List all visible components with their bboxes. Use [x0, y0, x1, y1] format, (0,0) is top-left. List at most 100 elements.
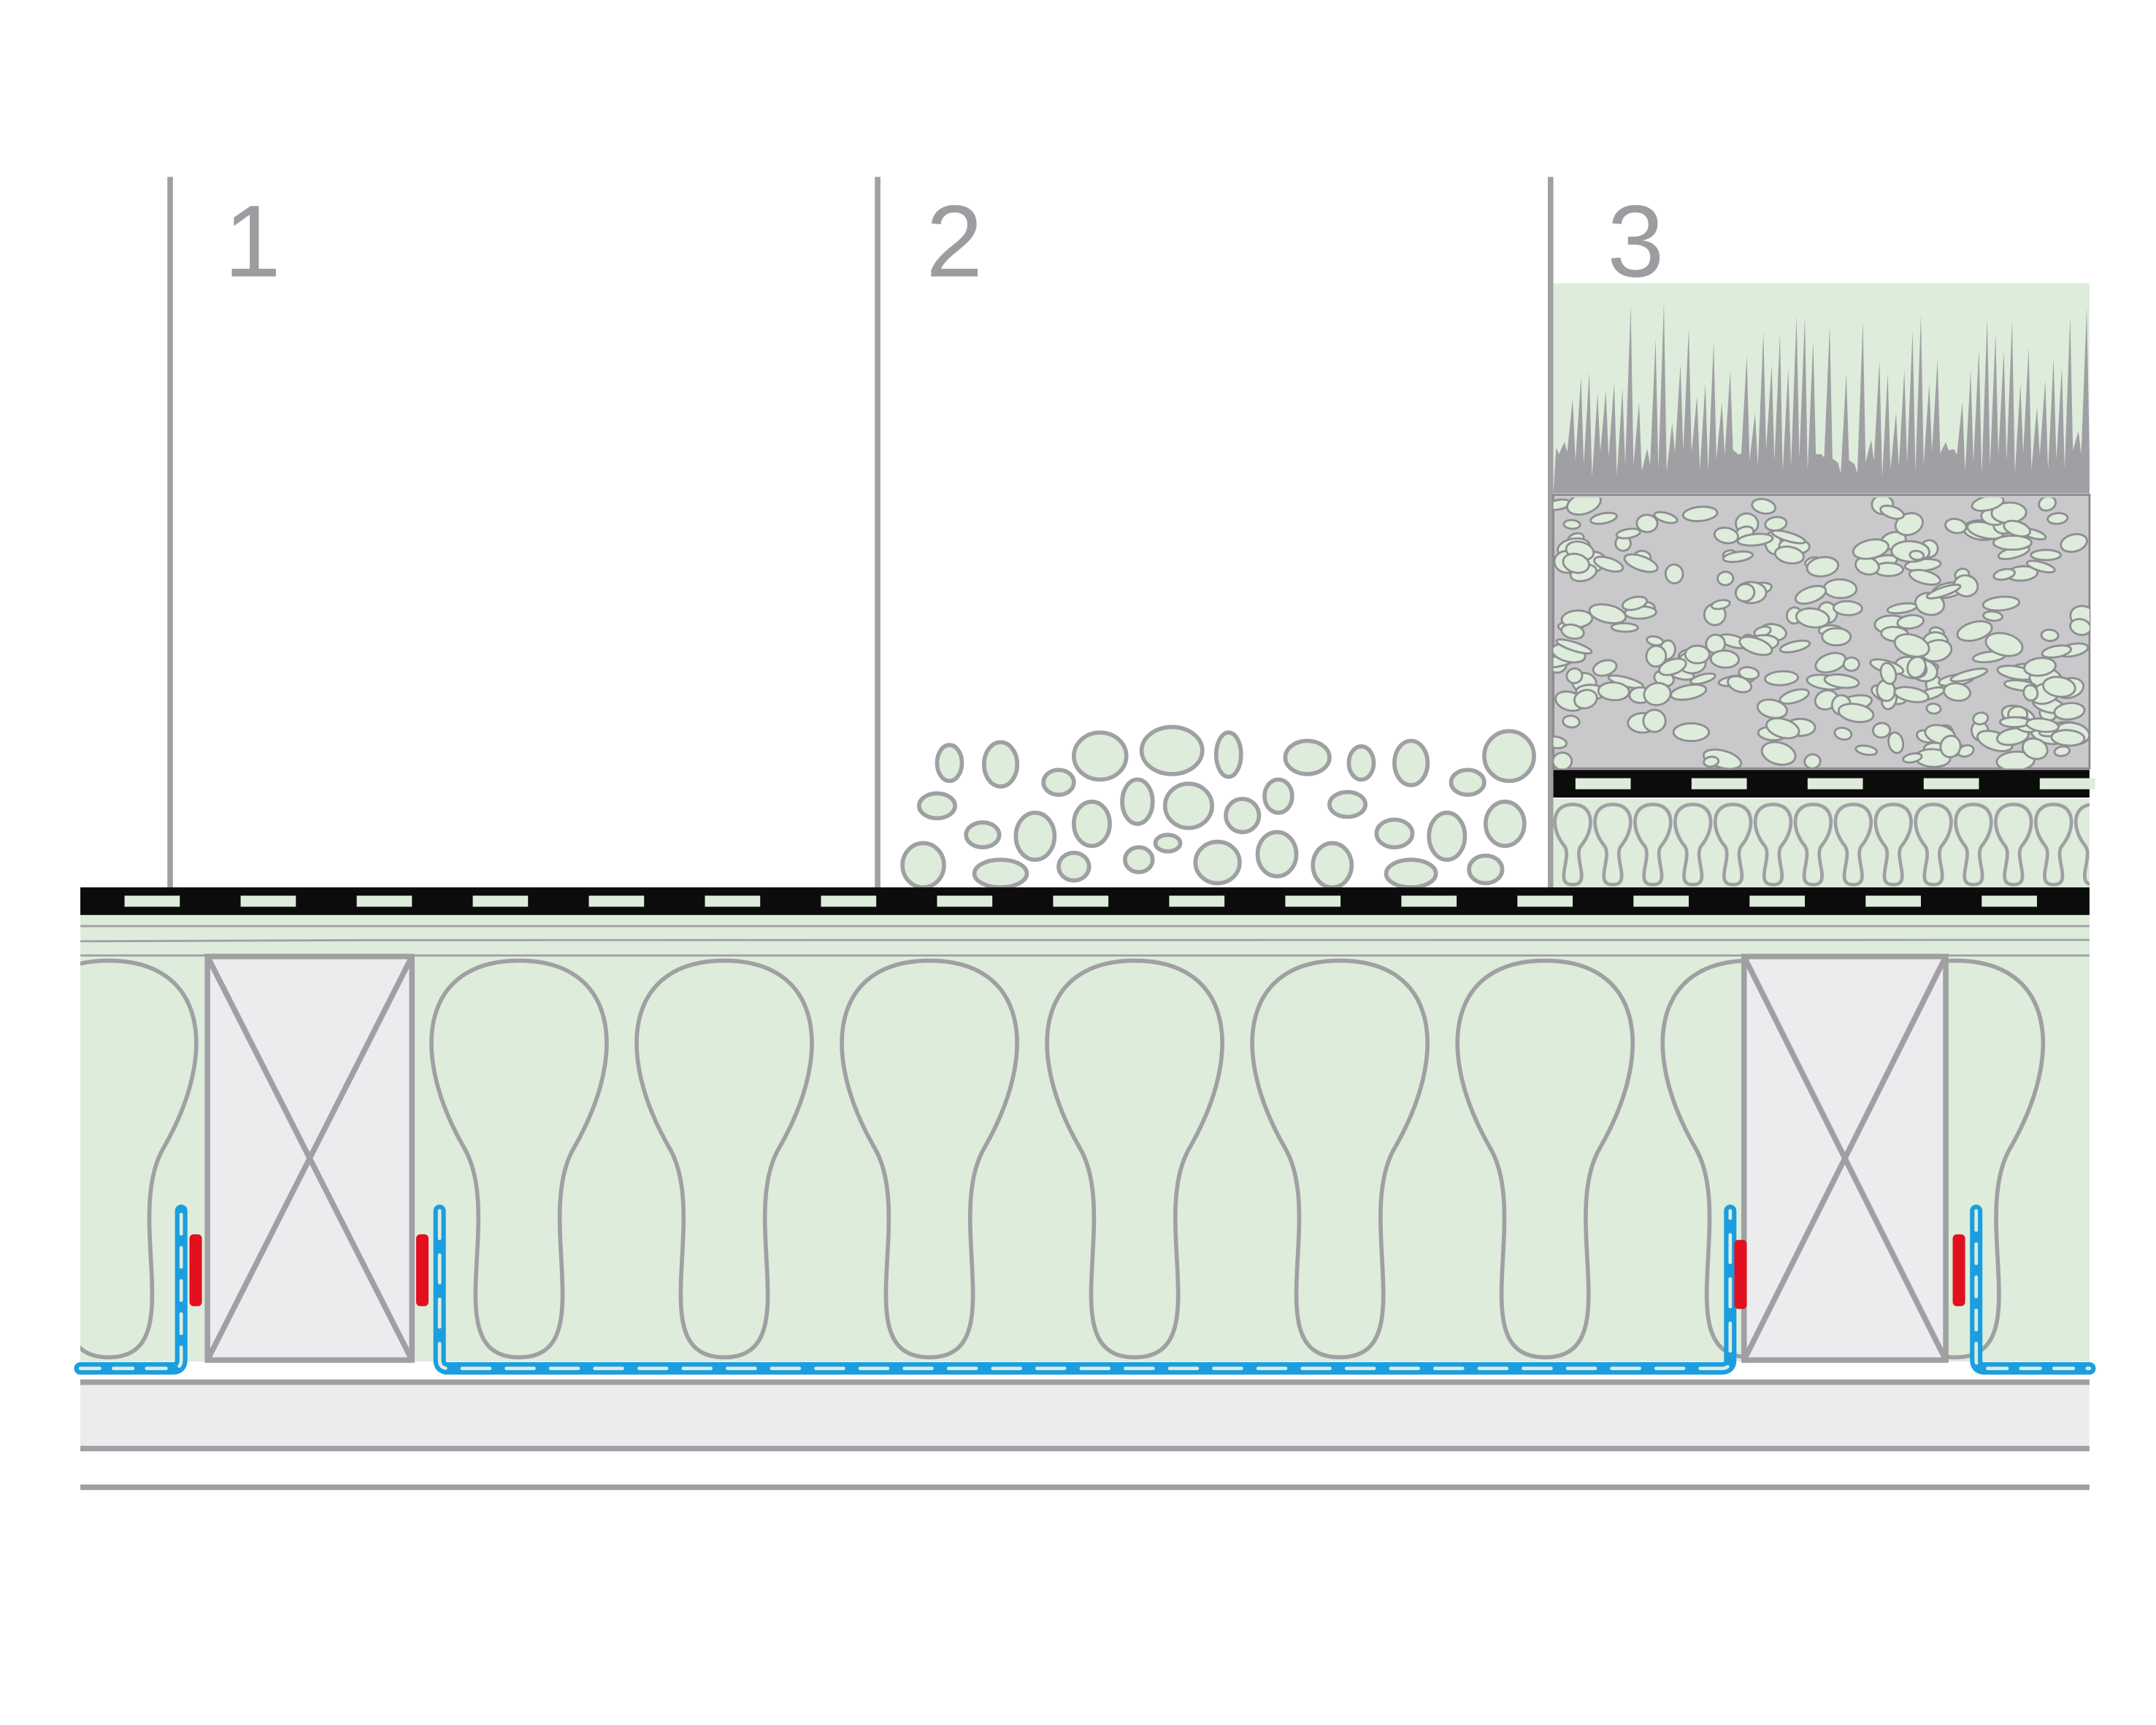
- substrate-particle: [1710, 599, 1731, 611]
- membrane-dash: [1285, 895, 1341, 907]
- substrate-particle: [1658, 657, 1687, 676]
- substrate-particle: [1779, 639, 1811, 654]
- substrate-particle: [2038, 497, 2057, 512]
- gravel-pebble: [1162, 781, 1214, 830]
- gravel-pebble: [1255, 830, 1299, 879]
- membrane-dash: [472, 895, 529, 907]
- substrate-particle: [1952, 574, 1979, 597]
- gravel-pebble: [1384, 857, 1438, 890]
- substrate-particle: [1653, 510, 1679, 524]
- section-label-2: 2: [926, 184, 983, 299]
- membrane-dash: [1807, 778, 1863, 789]
- drainage-cup: [1753, 803, 1793, 887]
- membrane-dash: [1923, 778, 1979, 789]
- substrate-particle: [1771, 529, 1806, 545]
- gravel-pebble: [1467, 853, 1505, 886]
- gravel-pebble: [1193, 839, 1242, 886]
- gravel-pebble: [935, 743, 964, 784]
- gravel-pebble: [1392, 738, 1430, 787]
- substrate-particle: [2041, 676, 2076, 698]
- substrate-particle: [1560, 623, 1585, 640]
- substrate-particle: [2053, 702, 2086, 721]
- ceiling-board: [80, 1382, 2090, 1449]
- substrate-particle: [1642, 708, 1667, 733]
- substrate-particle: [1908, 549, 1925, 561]
- substrate-particle: [1589, 511, 1618, 525]
- insulation-lobe: [840, 958, 1019, 1360]
- membrane-dash: [588, 895, 645, 907]
- substrate-particles: [1553, 497, 2090, 769]
- substrate-particle: [1764, 670, 1800, 686]
- drainage-cup: [1713, 803, 1753, 887]
- substrate-particle: [1553, 751, 1573, 769]
- substrate-particle: [1597, 681, 1630, 702]
- gravel-pebble: [972, 857, 1029, 890]
- gravel-pebble: [917, 791, 957, 821]
- substrate-particle: [1773, 546, 1805, 565]
- section-dividers: [167, 177, 1554, 889]
- substrate-particle: [1972, 711, 1990, 726]
- membrane-dash: [240, 895, 296, 907]
- substrate-particle: [1566, 497, 1602, 516]
- insulation-lobe: [1045, 958, 1224, 1360]
- substrate-particle: [1573, 689, 1598, 710]
- substrate-particle: [1738, 635, 1773, 657]
- drainage-cup: [1833, 803, 1873, 887]
- substrate-particle: [1893, 686, 1930, 703]
- substrate-particle: [1760, 741, 1797, 766]
- gravel-pebble: [1449, 768, 1486, 798]
- substrate-particle: [1896, 613, 1925, 630]
- substrate-particle: [1684, 644, 1711, 665]
- membrane-dash: [1053, 895, 1109, 907]
- insulation-lobe: [1250, 958, 1430, 1360]
- substrate-particle: [1736, 532, 1774, 547]
- membrane-dash: [1401, 895, 1457, 907]
- membrane-dash: [1169, 895, 1225, 907]
- substrate-particle: [1623, 553, 1659, 573]
- membrane-dash: [937, 895, 993, 907]
- gravel-pebble: [900, 841, 946, 890]
- substrate-particle: [1664, 563, 1684, 585]
- ceiling-lines: [80, 1379, 2090, 1491]
- substrate-particle: [1610, 621, 1639, 633]
- substrate-particle: [1956, 620, 1993, 642]
- substrate-particle: [2025, 559, 2056, 574]
- substrate-particle: [1832, 600, 1863, 616]
- gravel-pebble: [1041, 768, 1076, 798]
- substrate-particle: [1681, 505, 1719, 522]
- substrate-particle: [1555, 638, 1593, 655]
- membrane-dash: [1517, 895, 1573, 907]
- substrate-particle: [1646, 635, 1665, 647]
- substrate-particle: [1593, 555, 1624, 573]
- substrate-particle: [1995, 727, 2030, 746]
- substrate-particle: [1982, 610, 2003, 622]
- substrate-particle: [1833, 727, 1853, 741]
- substrate-particle: [1779, 688, 1810, 705]
- substrate-particle: [1764, 516, 1788, 532]
- gravel-pebble: [1311, 841, 1354, 890]
- drainage-cup: [1793, 803, 1833, 887]
- substrate-particle: [1984, 632, 2024, 657]
- substrate-particle: [1992, 535, 2033, 551]
- substrate-particle: [1689, 672, 1716, 685]
- section-label-1: 1: [224, 184, 281, 299]
- membrane-dash: [1633, 895, 1689, 907]
- membrane-dash: [124, 895, 180, 907]
- roof-membrane-dashes: [124, 895, 2037, 907]
- substrate-particle: [1890, 540, 1930, 563]
- sheathing-board: [80, 914, 2090, 957]
- substrate-particle: [1944, 518, 1968, 535]
- substrate-particle: [2040, 628, 2060, 643]
- substrate-particle: [1643, 681, 1672, 706]
- substrate-particle: [1925, 703, 1942, 715]
- gravel-pebble: [1283, 738, 1332, 776]
- substrate-particle: [1886, 602, 1918, 615]
- substrate-particle: [1756, 698, 1788, 719]
- substrate-particle: [1943, 682, 1971, 702]
- membrane-dash: [1575, 778, 1631, 789]
- substrate-particle: [1837, 703, 1875, 724]
- substrate-particle: [1887, 731, 1905, 754]
- substrate-particle: [1823, 673, 1860, 689]
- substrate-particle: [1949, 668, 1989, 683]
- substrate-particle: [1803, 753, 1822, 769]
